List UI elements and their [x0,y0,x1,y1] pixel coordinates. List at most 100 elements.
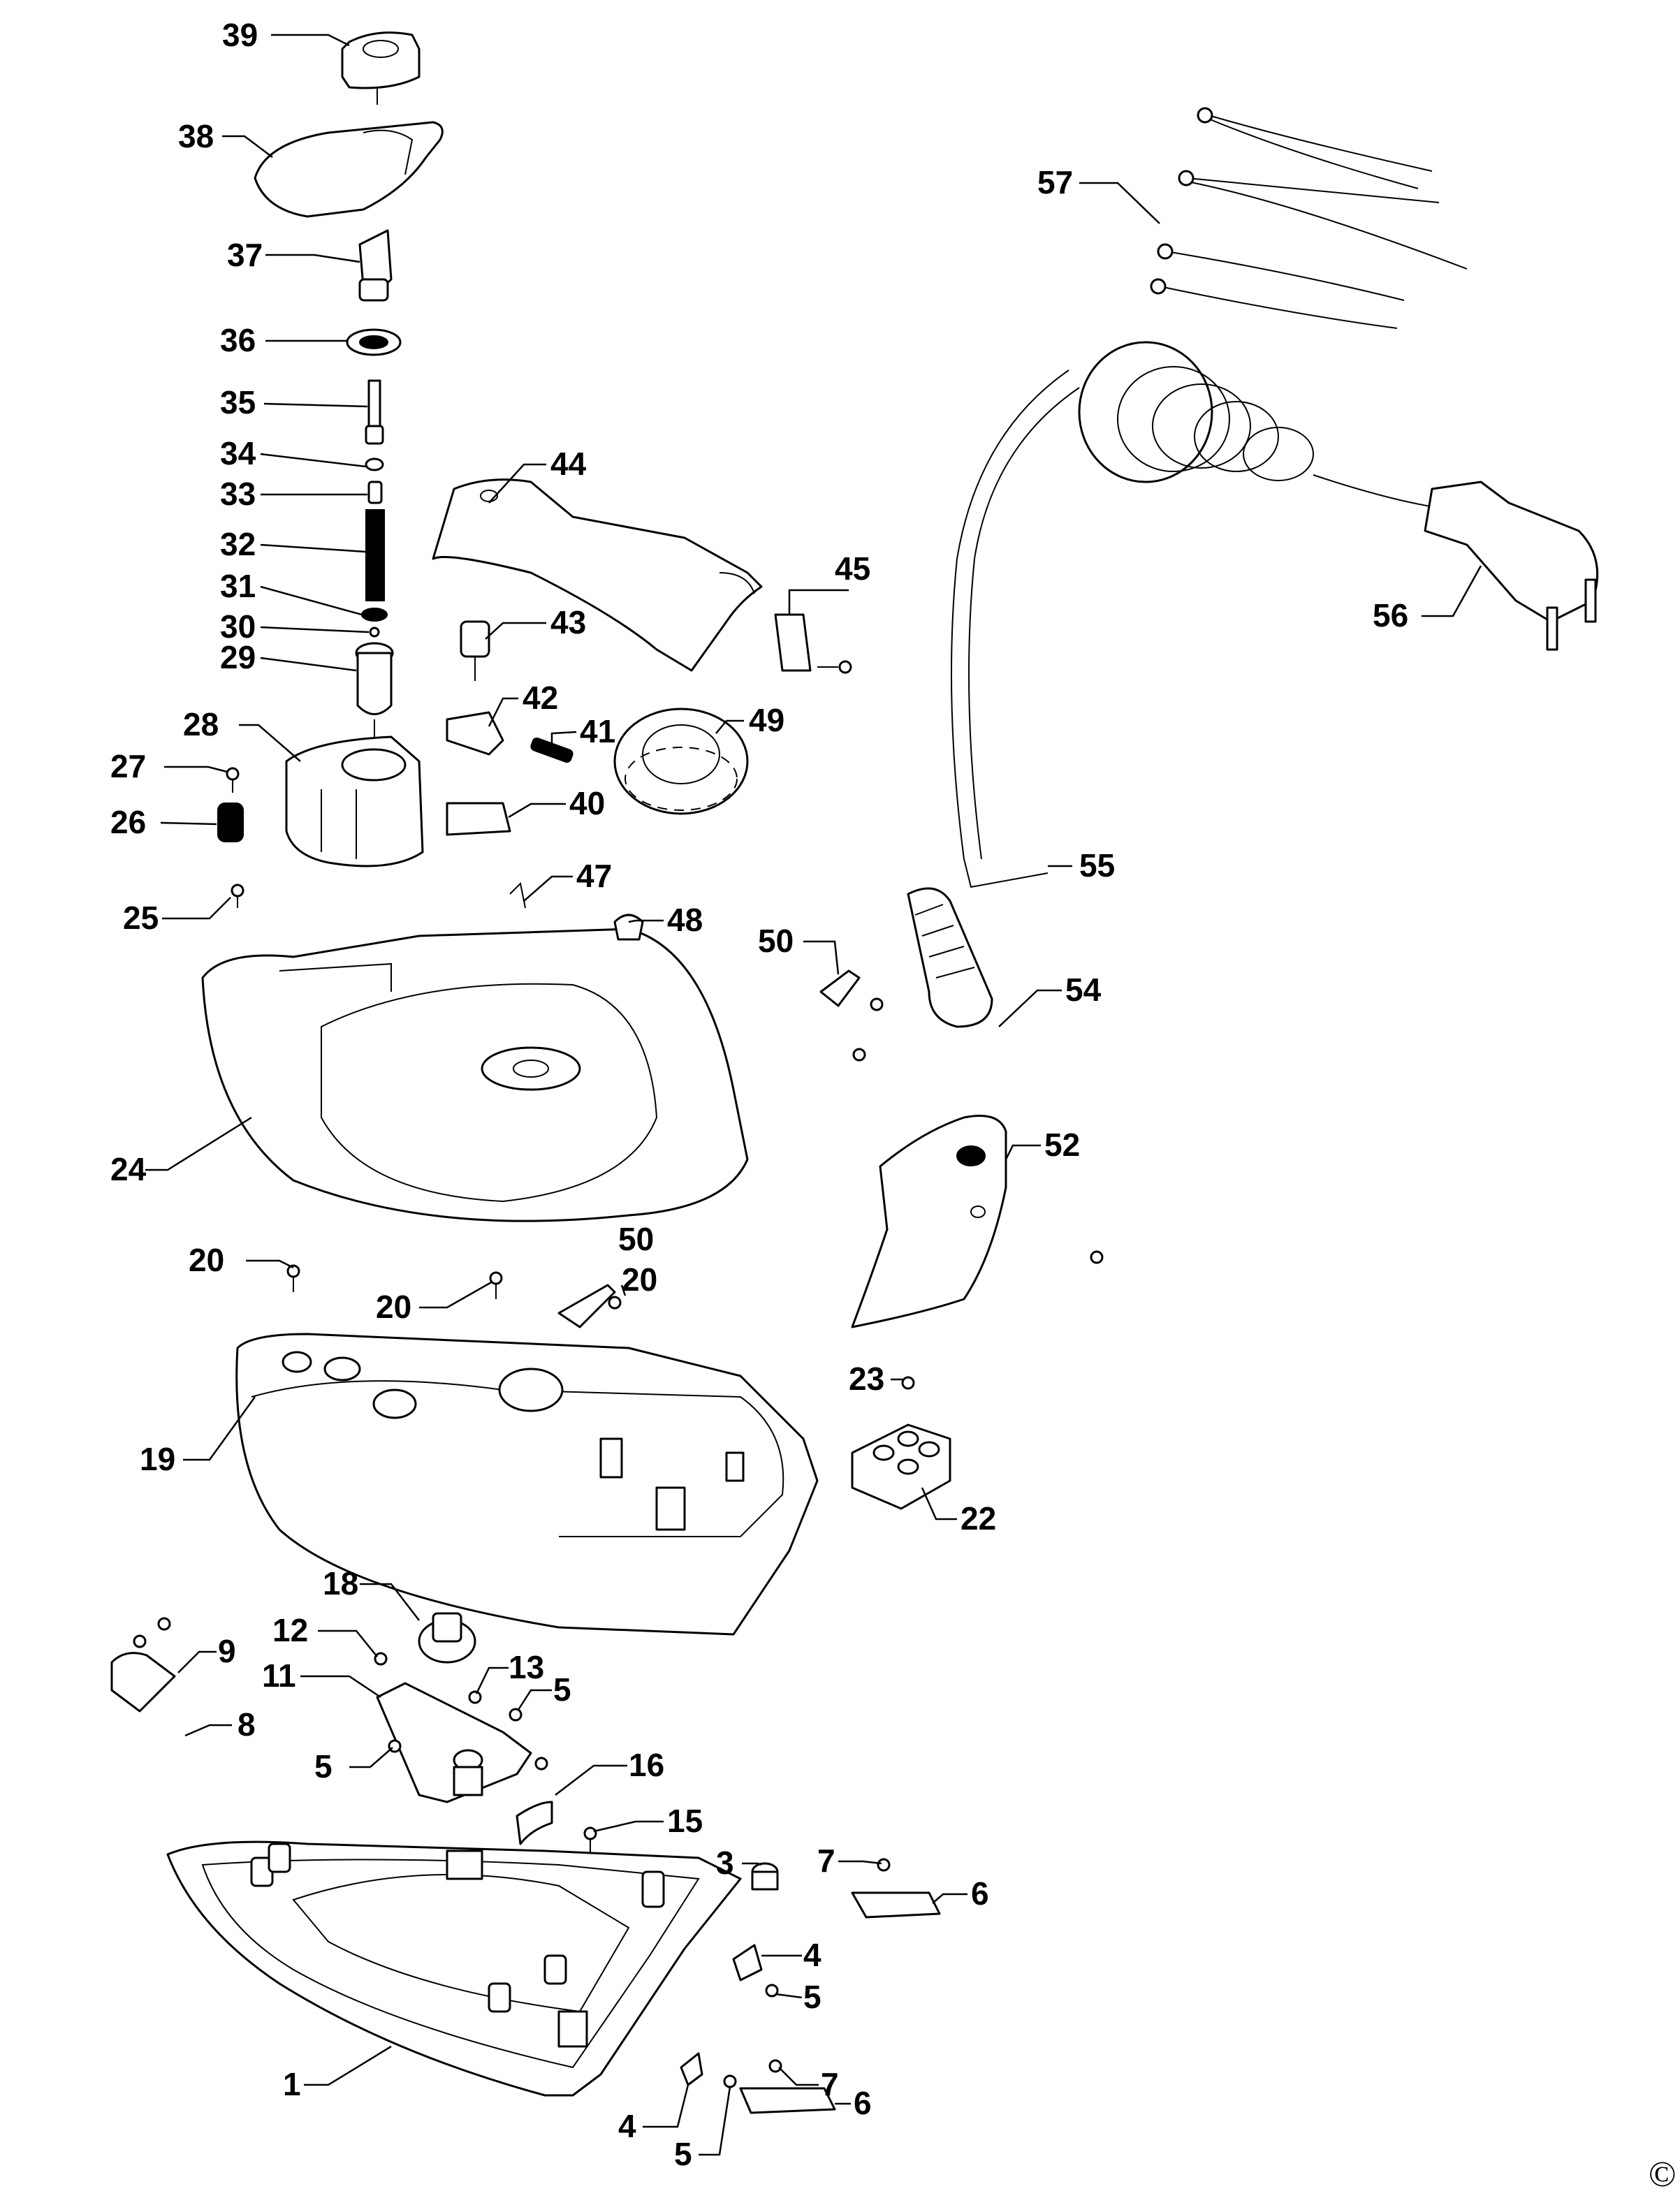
rear-cover-part [851,1115,1104,1328]
callout-11: 11 [262,1657,296,1694]
water-tank-cap-part [285,735,424,867]
cap-48-part [613,914,644,941]
soleplate-part [166,1840,742,2097]
callout-22: 22 [960,1500,996,1537]
callout-34: 34 [220,435,256,471]
callout-35: 35 [220,384,256,420]
callout-40: 40 [569,785,605,821]
callout-5-b: 5 [314,1748,333,1785]
callout-7-a: 7 [817,1842,835,1879]
callout-19: 19 [140,1441,175,1477]
copyright-mark: © [1649,2155,1677,2195]
temperature-dial-part [613,708,749,815]
callout-16: 16 [629,1747,664,1783]
callout-13: 13 [509,1649,544,1685]
callout-6-b: 6 [854,2085,872,2121]
callout-37: 37 [227,237,263,273]
callout-1: 1 [283,2066,301,2102]
callout-45: 45 [835,550,870,587]
screw-20-mid-part [489,1271,503,1299]
leader-lines [145,34,1482,2156]
callout-18: 18 [323,1565,358,1602]
callout-20-left: 20 [189,1242,224,1278]
callout-27: 27 [110,748,146,784]
callout-57: 57 [1037,164,1073,200]
pin-47-part [509,881,526,909]
power-cord-part [951,341,1599,888]
screw-13-part [468,1690,482,1704]
screw-20-right-part [608,1296,622,1310]
housing-part [201,928,749,1222]
callout-50-upper: 50 [758,923,794,959]
clip-43-part [460,620,490,681]
callout-31: 31 [220,568,256,604]
callout-20-right: 20 [622,1261,657,1298]
callout-4-b: 4 [618,2108,636,2144]
bracket-4-upper-part [732,1944,779,1998]
callout-48: 48 [667,902,703,938]
internal-wires-part [1150,107,1468,329]
callout-44: 44 [550,446,587,482]
part-drawings [110,31,1599,2114]
callout-24: 24 [110,1151,147,1187]
callout-4-a: 4 [803,1937,821,1973]
temperature-knob-part [341,31,421,105]
spring-26-part [217,803,244,842]
callout-5-d: 5 [674,2136,692,2172]
terminal-6-upper-part [851,1858,941,1919]
callout-56: 56 [1373,597,1408,633]
cord-bracket-part [774,613,852,674]
thermostat-assembly-part [376,1682,532,1803]
bracket-4-lower-part [680,2052,737,2088]
screw-27-part [226,767,240,793]
screw-25-part [231,884,244,908]
callout-29: 29 [220,639,256,675]
clip-16-part [516,1757,553,1845]
terminal-6-lower-part [739,2059,836,2114]
callout-41: 41 [580,713,615,749]
callout-8: 8 [238,1706,256,1743]
callout-23: 23 [849,1361,884,1397]
callout-12: 12 [272,1612,308,1648]
screw-12-part [374,1652,388,1666]
button-42-part [446,711,504,756]
callout-55: 55 [1079,847,1115,884]
callout-42: 42 [523,680,558,716]
plate-50-upper-part [819,969,884,1062]
callout-30: 30 [220,608,256,645]
spring-41-part [530,737,574,763]
callout-9: 9 [218,1633,236,1669]
callout-26: 26 [110,804,146,840]
callout-36: 36 [220,322,256,358]
spray-valve-stack-part [346,229,402,768]
plate-50-lower-part [557,1284,616,1328]
callout-33: 33 [220,476,256,512]
callout-28: 28 [183,706,219,742]
callout-43: 43 [550,604,586,640]
callout-3: 3 [716,1845,734,1881]
callout-15: 15 [667,1803,703,1839]
screw-5a-part [509,1708,523,1722]
handle-cover-part [432,478,763,672]
main-body-part [235,1333,819,1636]
bracket-9-part [110,1617,176,1713]
terminal-block-part [851,1376,951,1510]
screw-20-left-part [286,1264,300,1292]
callout-20-mid: 20 [376,1289,411,1325]
callout-49: 49 [749,702,784,738]
top-cover-part [254,121,444,218]
callout-32: 32 [220,526,256,562]
spacer-3-part [751,1862,779,1891]
callout-6-a: 6 [971,1875,989,1912]
callout-52: 52 [1044,1127,1080,1163]
thermostat-18-part [418,1612,476,1664]
callout-labels: 39 38 37 36 35 34 33 32 31 30 29 28 27 2… [110,17,1408,2172]
cord-sleeve-part [907,887,993,1028]
callout-7-b: 7 [821,2066,839,2102]
callout-25: 25 [123,900,159,936]
callout-39: 39 [222,17,258,53]
slider-40-part [446,802,511,836]
callout-38: 38 [178,118,214,154]
callout-50-lower: 50 [618,1221,654,1257]
